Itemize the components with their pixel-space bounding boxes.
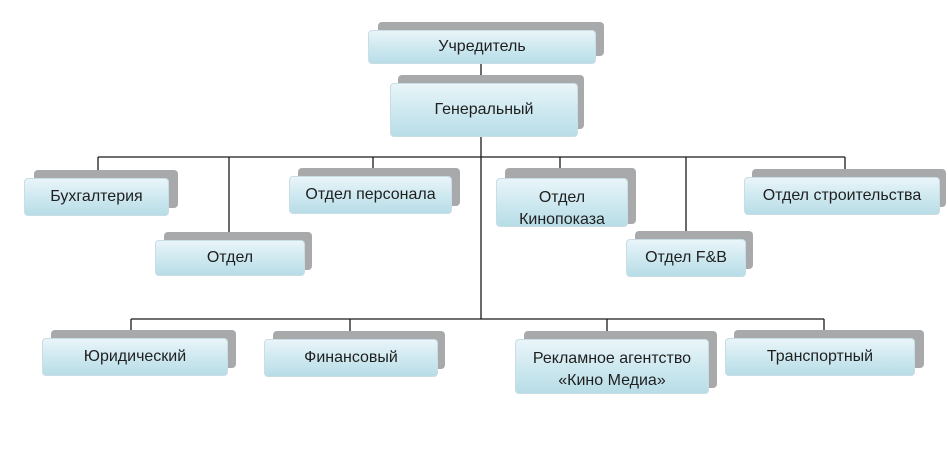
node-founder: Учредитель bbox=[368, 30, 596, 64]
node-general: Генеральный bbox=[390, 83, 578, 137]
node-construction: Отдел строительства bbox=[744, 177, 940, 215]
node-finance: Финансовый bbox=[264, 339, 438, 377]
node-legal: Юридический bbox=[42, 338, 228, 376]
node-dept: Отдел bbox=[155, 240, 305, 276]
node-cinema: Отдел Кинопоказа bbox=[496, 178, 628, 227]
node-agency: Рекламное агентство «Кино Медиа» bbox=[515, 339, 709, 394]
node-transport: Транспортный bbox=[725, 338, 915, 376]
node-fb: Отдел F&B bbox=[626, 239, 746, 277]
node-personnel: Отдел персонала bbox=[289, 176, 452, 214]
node-accounting: Бухгалтерия bbox=[24, 178, 169, 216]
